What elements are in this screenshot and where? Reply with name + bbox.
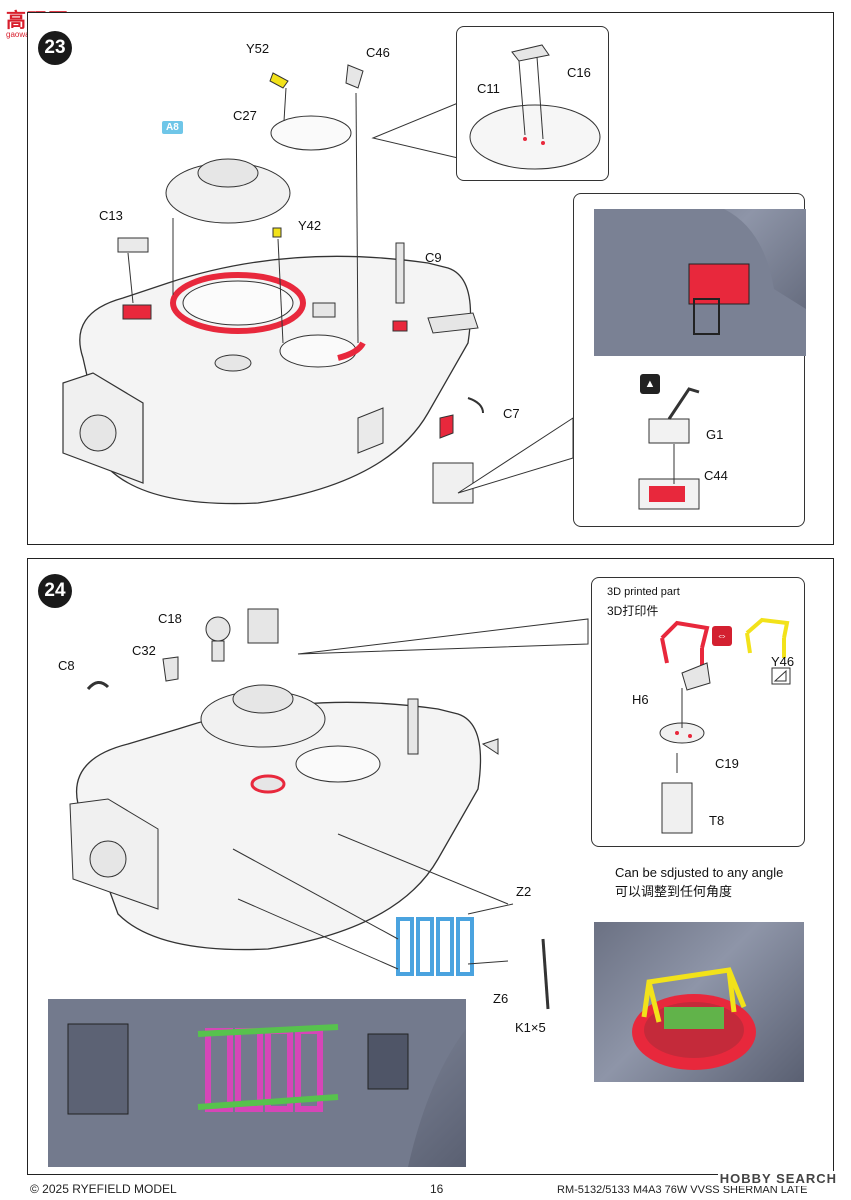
label-a8: A8 [162, 121, 183, 134]
render-hatch-c44 [594, 209, 806, 356]
render-ladder [48, 999, 466, 1167]
g1-c44-drawing [638, 387, 700, 510]
step-24-number: 24 [38, 574, 72, 608]
label-c8: C8 [58, 658, 75, 673]
step-23-panel: 23 [27, 12, 834, 545]
printed-label-cn: 3D打印件 [607, 604, 659, 618]
label-c27: C27 [233, 108, 257, 123]
turret-drawing-24 [69, 608, 589, 1010]
swap-arrow-icon: ⇔ [712, 626, 732, 646]
label-c46: C46 [366, 45, 390, 60]
render-hatch-y46 [594, 922, 804, 1082]
label-c11: C11 [477, 81, 500, 96]
label-y52: Y52 [246, 41, 270, 56]
label-y46: Y46 [771, 654, 795, 669]
footer-copyright: © 2025 RYEFIELD MODEL [30, 1182, 177, 1196]
ladder-detail [48, 999, 466, 1167]
label-t8: T8 [709, 813, 725, 828]
label-c32: C32 [132, 643, 156, 658]
footer-page-number: 16 [430, 1182, 444, 1196]
detail-inset-3d-printed: 3D printed part 3D打印件 ⇔ Y46 H6 C19 T8 [591, 577, 805, 847]
label-c19: C19 [715, 756, 739, 771]
arrow-up-icon: ▲ [640, 374, 660, 394]
label-y42: Y42 [298, 218, 322, 233]
label-c18: C18 [158, 611, 182, 626]
footer-source-mark: HOBBY SEARCH [717, 1171, 839, 1186]
detail-inset-g1-c44: ▲ G1 C44 [573, 193, 806, 527]
label-g1: G1 [706, 427, 724, 442]
label-c9: C9 [425, 250, 442, 265]
turret-drawing-23 [62, 64, 574, 505]
render-detail [594, 209, 806, 356]
label-h6: H6 [632, 692, 649, 707]
label-z6: Z6 [493, 991, 509, 1006]
c19-h6-drawing [659, 617, 791, 834]
label-c44: C44 [704, 468, 728, 483]
label-c16: C16 [567, 65, 591, 80]
footer-model: RM-5132/5133 M4A3 76W VVSS SHERMAN LATE [557, 1184, 808, 1196]
step-23-number: 23 [38, 31, 72, 65]
label-k1: K1×5 [515, 1020, 546, 1035]
label-c13: C13 [99, 208, 123, 223]
step-24-panel: 24 C18 C32 C8 Z2 Z6 K1×5 [27, 558, 834, 1175]
label-c7: C7 [503, 406, 520, 421]
detail-inset-c11-c16: C11 C16 [456, 26, 609, 181]
adjust-label-en: Can be sdjusted to any angle [615, 865, 784, 880]
label-z2: Z2 [516, 884, 532, 899]
c11-c16-drawing [469, 44, 601, 170]
hatch-detail [632, 967, 756, 1070]
adjust-label-cn: 可以调整到任何角度 [615, 884, 733, 899]
printed-label-en: 3D printed part [607, 586, 680, 598]
